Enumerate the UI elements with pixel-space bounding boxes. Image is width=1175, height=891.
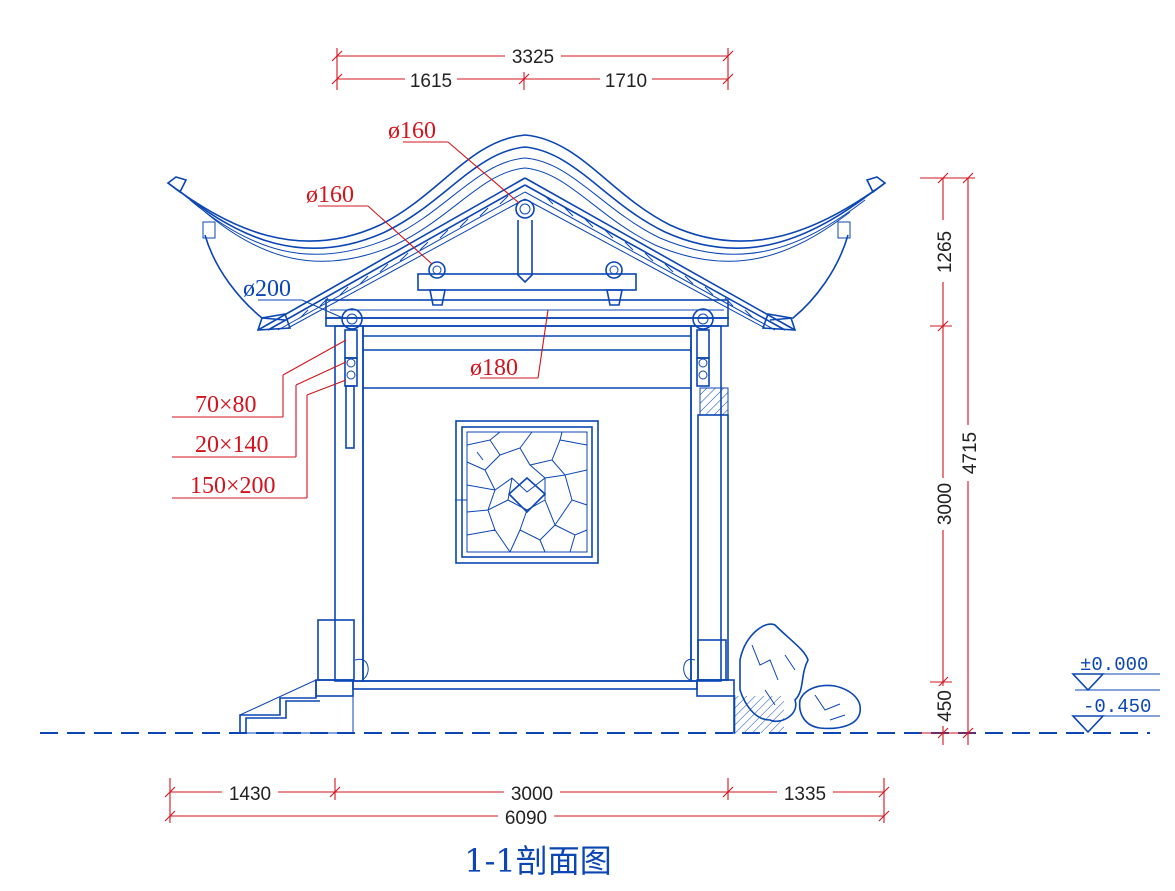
dim-bottom-left: 1430: [229, 784, 271, 805]
level-markers: ±0.000 -0.450: [1071, 654, 1160, 734]
label-eave-purlin: ø200: [243, 276, 291, 302]
dim-top-right: 1710: [605, 71, 647, 92]
label-ridge-purlin: ø160: [388, 118, 436, 144]
dim-right-wall: 3000: [935, 483, 956, 525]
right-dimensions: 1265 3000 450 4715: [920, 172, 981, 745]
dim-top-overall: 3325: [512, 47, 554, 68]
wall-body: [315, 325, 735, 697]
annotations: ø160 ø160 ø200 ø180 70×80 20×140 150×200: [172, 118, 549, 499]
dim-bottom-middle: 3000: [511, 784, 553, 805]
label-member-2: 20×140: [195, 432, 269, 458]
garden-rocks: [733, 623, 861, 734]
dim-top-left: 1615: [410, 71, 452, 92]
bottom-dimensions: 1430 3000 1335 6090: [164, 778, 890, 829]
label-beam: ø180: [470, 355, 518, 381]
label-upper-purlin: ø160: [306, 182, 354, 208]
dim-right-base: 450: [935, 690, 956, 722]
label-member-1: 70×80: [195, 392, 257, 418]
level-ground: -0.450: [1083, 696, 1151, 718]
level-floor: ±0.000: [1080, 654, 1148, 676]
dim-bottom-overall: 6090: [505, 808, 547, 829]
label-member-3: 150×200: [190, 473, 276, 499]
dim-right-roof: 1265: [935, 231, 956, 273]
dim-right-total: 4715: [960, 432, 981, 474]
lattice-window: [455, 420, 599, 564]
steps: [239, 679, 354, 734]
dim-bottom-right: 1335: [784, 784, 826, 805]
top-dimensions: 3325 1615 1710: [331, 44, 734, 92]
drawing-title: 1-1剖面图: [464, 842, 612, 880]
